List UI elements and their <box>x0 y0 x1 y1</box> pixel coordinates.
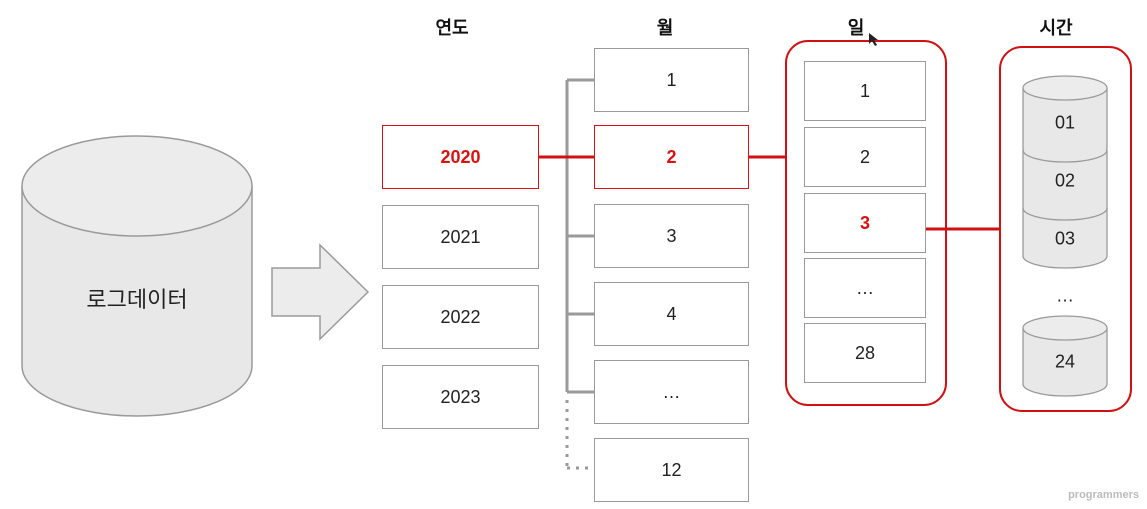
year-box-2021: 2021 <box>382 205 539 269</box>
hour-label-03: 03 <box>1054 228 1076 249</box>
day-box-3: 3 <box>804 193 926 253</box>
header-month: 월 <box>656 18 674 38</box>
month-box-2: 2 <box>594 125 749 189</box>
day-box-28: 28 <box>804 323 926 383</box>
month-tree-dotted <box>565 400 594 470</box>
header-year: 연도 <box>435 18 469 38</box>
day-box-2: 2 <box>804 127 926 187</box>
hour-label-ellipsis: … <box>1056 285 1074 306</box>
month-tree-connector <box>565 78 594 394</box>
mouse-cursor-icon <box>869 33 878 46</box>
month-box-1: 1 <box>594 48 749 112</box>
month-box-3: 3 <box>594 204 749 268</box>
header-day: 일 <box>847 18 865 38</box>
hour-label-02: 02 <box>1054 170 1076 191</box>
year-box-2022: 2022 <box>382 285 539 349</box>
month-box-4: 4 <box>594 282 749 346</box>
hour-label-01: 01 <box>1054 112 1076 133</box>
watermark-logo: programmers <box>1068 489 1139 501</box>
header-hour: 시간 <box>1039 18 1073 38</box>
year-box-2020: 2020 <box>382 125 539 189</box>
selection-path <box>539 155 1000 231</box>
month-box-ellipsis: … <box>594 360 749 424</box>
hour-group-frame <box>999 46 1132 412</box>
database-label: 로그데이터 <box>86 287 188 312</box>
day-group-frame <box>785 40 947 406</box>
month-box-12: 12 <box>594 438 749 502</box>
right-arrow-icon <box>271 243 370 341</box>
year-box-2023: 2023 <box>382 365 539 429</box>
hour-cylinder-03 <box>1022 207 1108 269</box>
day-box-ellipsis: … <box>804 258 926 318</box>
hour-label-24: 24 <box>1054 351 1076 372</box>
database-cylinder <box>21 135 253 417</box>
day-box-1: 1 <box>804 61 926 121</box>
hour-cylinder-24 <box>1022 315 1108 397</box>
